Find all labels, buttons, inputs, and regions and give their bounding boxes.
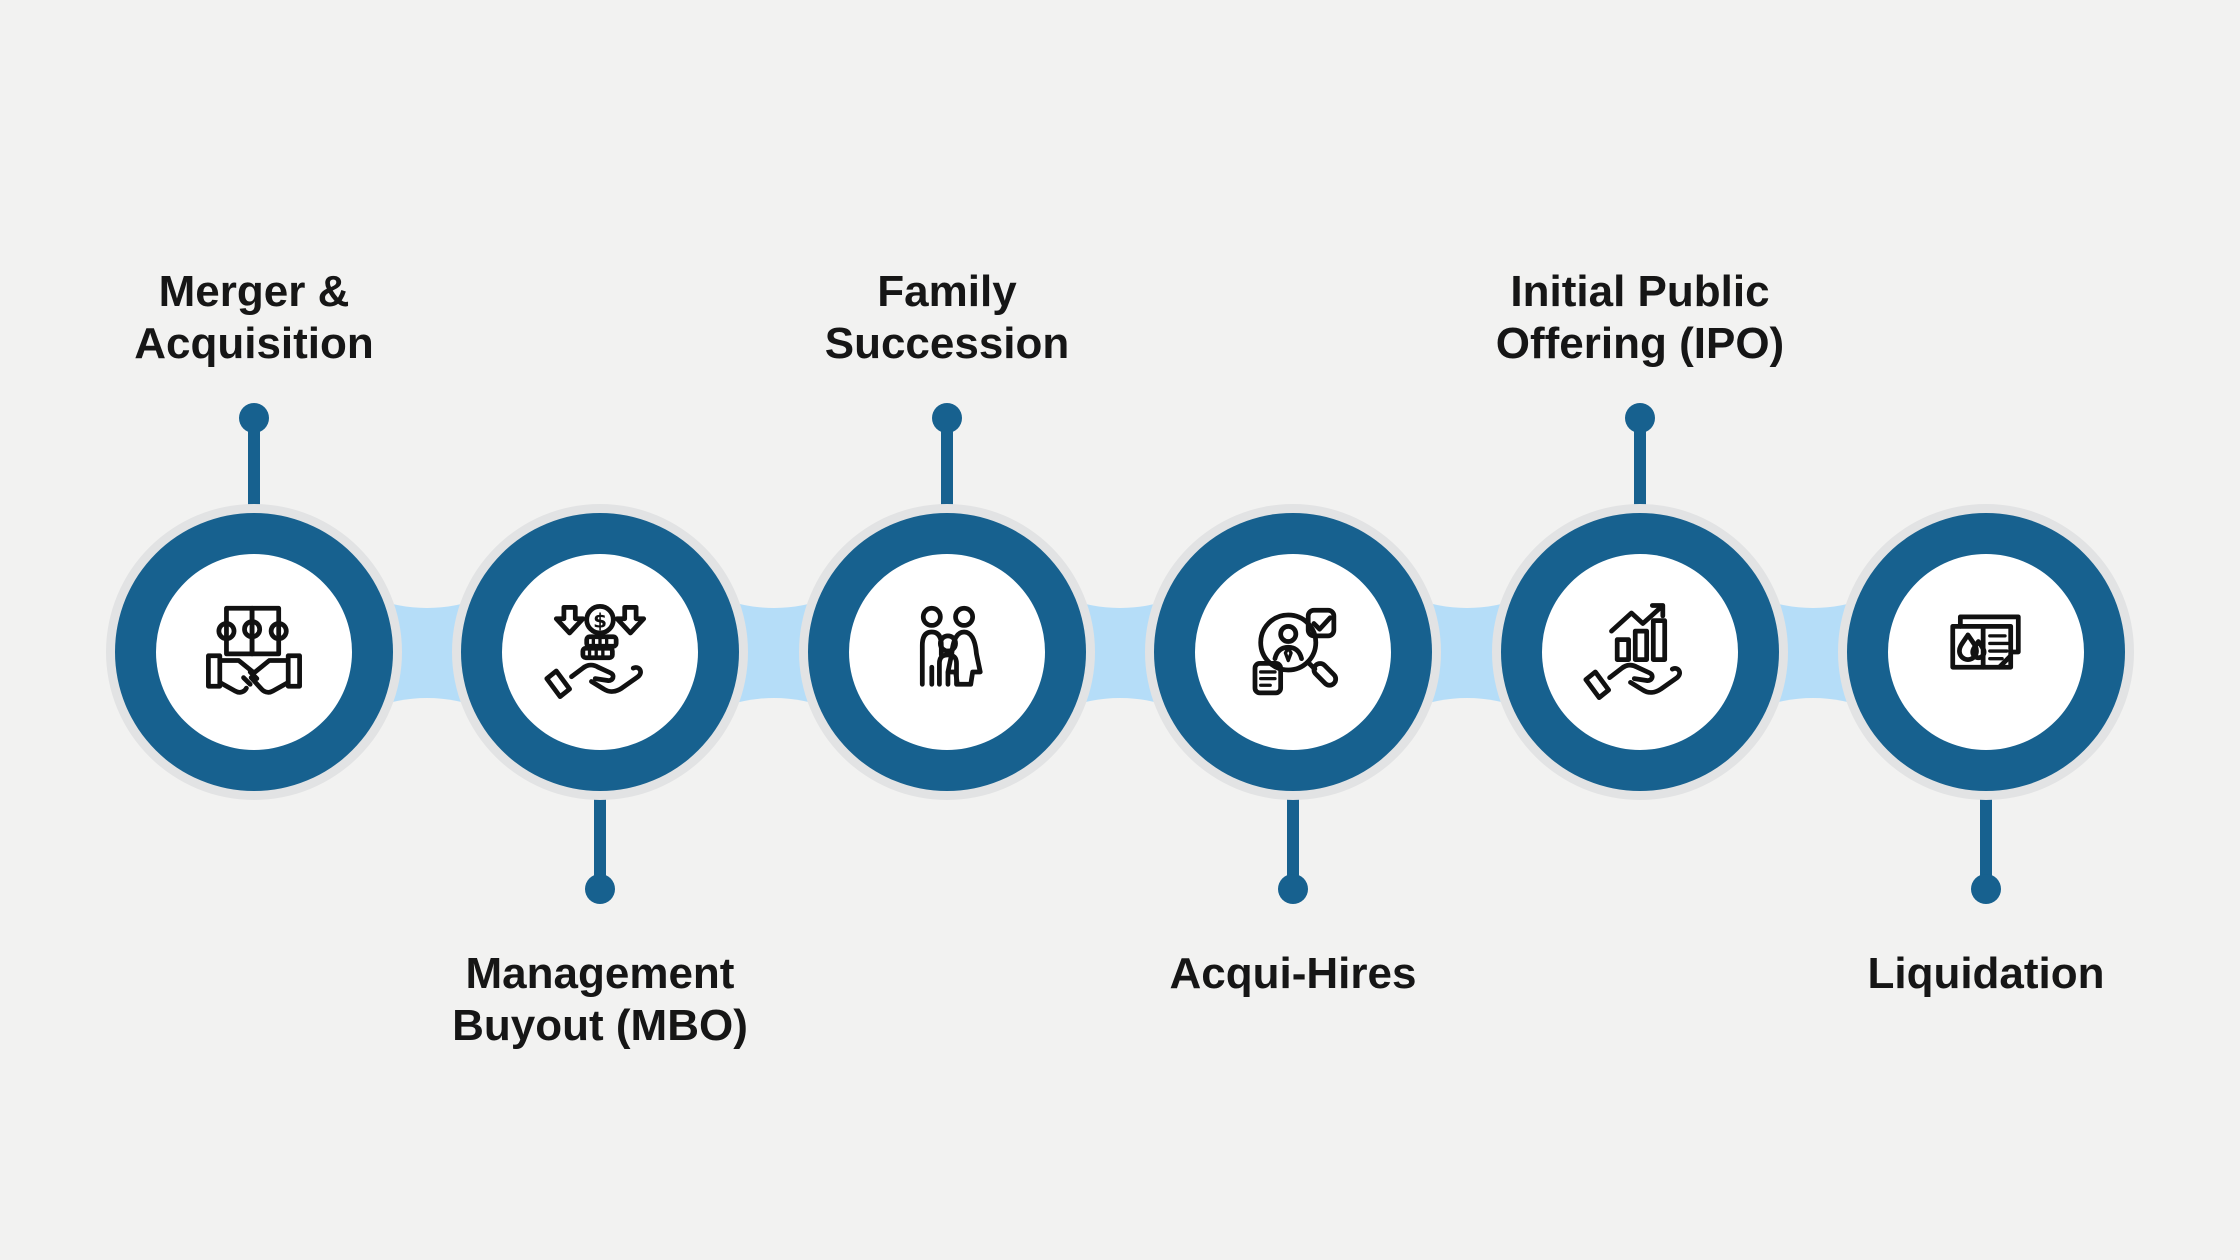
item-circle bbox=[106, 504, 402, 800]
connector-dot bbox=[1278, 874, 1308, 904]
connector-dot bbox=[1971, 874, 2001, 904]
circle-inner bbox=[156, 554, 352, 750]
liquidation-documents-icon bbox=[1950, 614, 2021, 670]
circle-inner: $ bbox=[502, 554, 698, 750]
family-icon bbox=[919, 605, 983, 687]
svg-text:$: $ bbox=[593, 608, 607, 632]
item-label: Acqui-Hires bbox=[1169, 949, 1417, 998]
cash-in-hand-icon: $ bbox=[544, 604, 647, 700]
item-label: Merger & Acquisition bbox=[134, 267, 374, 368]
item-label: Family Succession bbox=[824, 267, 1070, 368]
circle-inner bbox=[1542, 554, 1738, 750]
circle-ring bbox=[115, 513, 393, 791]
item-circle: $ bbox=[452, 504, 748, 800]
circle-ring bbox=[1501, 513, 1779, 791]
talent-search-icon bbox=[1252, 607, 1339, 696]
circle-ring: $ bbox=[461, 513, 739, 791]
circle-ring bbox=[1154, 513, 1432, 791]
circle-inner bbox=[1888, 554, 2084, 750]
item-circle bbox=[1838, 504, 2134, 800]
item-label: Initial Public Offering (IPO) bbox=[1495, 267, 1785, 368]
item-circle bbox=[799, 504, 1095, 800]
circle-inner bbox=[849, 554, 1045, 750]
item-label: Liquidation bbox=[1867, 949, 2105, 998]
growth-chart-hand-icon bbox=[1583, 603, 1682, 700]
circle-ring bbox=[1847, 513, 2125, 791]
circle-ring bbox=[808, 513, 1086, 791]
circle-inner bbox=[1195, 554, 1391, 750]
connector-dot bbox=[585, 874, 615, 904]
item-circle bbox=[1492, 504, 1788, 800]
item-label: Management Buyout (MBO) bbox=[452, 949, 748, 1050]
handshake-puzzle-icon bbox=[206, 605, 302, 695]
item-circle bbox=[1145, 504, 1441, 800]
